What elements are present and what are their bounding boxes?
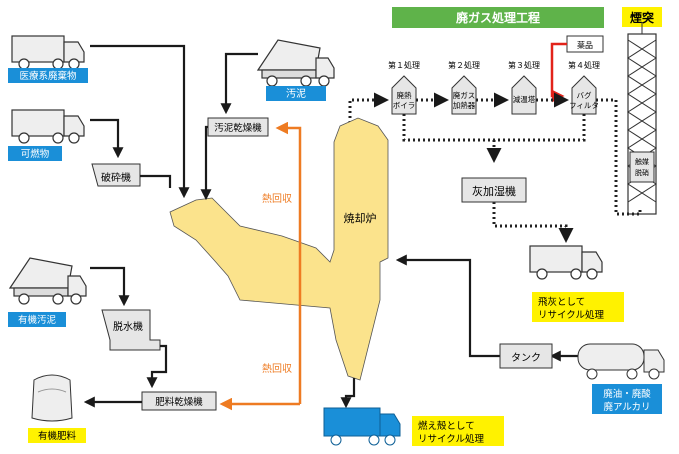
fly-ash-truck-icon — [529, 245, 603, 280]
chimney-label-bg — [622, 7, 662, 27]
fly-ash-label-2: リサイクル処理 — [538, 309, 605, 321]
step-1: 第１処理 廃熱 ボイラ — [388, 60, 420, 115]
dehydrator-label: 脱水機 — [113, 320, 143, 333]
ash-recycle-label-1: 燃え殻として — [418, 420, 475, 432]
step-3-title: 第３処理 — [508, 60, 540, 70]
ash-truck-icon — [323, 407, 401, 446]
ash-recycle-label-bg — [412, 416, 504, 446]
medical-waste-label-bg — [8, 68, 88, 83]
catalyst-label-2: 脱硝 — [635, 168, 649, 177]
gas-flow-lines — [348, 92, 642, 243]
waste-oil-label-bg — [592, 384, 662, 414]
medical-waste-label: 医療系廃棄物 — [19, 70, 77, 82]
step-4-unit-1: バグ — [577, 90, 592, 100]
sludge-label: 汚泥 — [286, 87, 306, 100]
step-3-unit-1: 減温塔 — [513, 94, 536, 104]
waste-oil-label-2: 廃アルカリ — [603, 401, 650, 413]
step-1-unit-1: 廃熱 — [397, 90, 412, 100]
tank-box — [499, 343, 553, 369]
medical-waste-truck-icon — [11, 35, 85, 70]
fertilizer-bag-icon — [31, 374, 73, 422]
fly-ash-label-1: 飛灰として — [538, 296, 585, 308]
sludge-dryer-label: 汚泥乾燥機 — [214, 122, 262, 134]
ash-humidifier-box — [461, 177, 527, 203]
fertilizer-dryer-label: 肥料乾燥機 — [155, 396, 203, 408]
step-4-title: 第４処理 — [568, 60, 600, 70]
organic-sludge-label: 有機汚泥 — [18, 314, 57, 326]
ash-humidifier-label: 灰加湿機 — [472, 184, 516, 198]
combustibles-label-bg — [8, 146, 62, 161]
sludge-truck-icon — [257, 39, 335, 87]
organic-sludge-label-bg — [8, 312, 66, 327]
gas-process-title: 廃ガス処理工程 — [456, 10, 540, 25]
material-flow-lines — [83, 44, 578, 409]
organic-fertilizer-label-bg — [28, 428, 86, 443]
step-2-title: 第２処理 — [448, 60, 480, 70]
step-1-unit-2: ボイラ — [393, 101, 416, 110]
fly-ash-label-bg — [532, 292, 624, 322]
sludge-label-bg — [266, 86, 326, 101]
step-1-title: 第１処理 — [388, 60, 420, 70]
crusher-body — [91, 163, 141, 187]
incinerator-label: 焼却炉 — [344, 212, 377, 225]
tank-label: タンク — [511, 352, 541, 364]
tanker-truck-icon — [577, 343, 665, 380]
waste-oil-label-1: 廃油・廃酸 — [603, 388, 651, 400]
heat-recovery-lines — [219, 121, 302, 411]
heat-recovery-top-label: 熱回収 — [262, 192, 292, 205]
catalyst-unit — [629, 151, 655, 183]
chimney-tower — [627, 22, 657, 215]
step-2-unit-2: 加熱器 — [453, 100, 476, 110]
chemicals-arrow — [550, 42, 567, 103]
chimney-label: 煙突 — [630, 10, 654, 25]
gas-process-title-bar — [392, 7, 604, 28]
step-4: 第４処理 バグ フィルタ — [568, 60, 600, 115]
organic-fertilizer-label: 有機肥料 — [38, 430, 77, 442]
organic-sludge-truck-icon — [9, 257, 87, 305]
catalyst-label-1: 触媒 — [635, 157, 649, 166]
combustibles-truck-icon — [11, 109, 85, 144]
ash-recycle-label-2: リサイクル処理 — [418, 433, 485, 445]
step-4-unit-2: フィルタ — [569, 101, 599, 110]
heat-recovery-bottom-label: 熱回収 — [262, 362, 292, 375]
step-2: 第２処理 廃ガス 加熱器 — [448, 60, 480, 115]
crusher-label: 破砕機 — [101, 171, 131, 184]
incinerator-body — [169, 117, 389, 381]
step-2-unit-1: 廃ガス — [453, 90, 476, 100]
step-3: 第３処理 減温塔 — [508, 60, 540, 115]
chemicals-label: 薬品 — [577, 40, 593, 50]
combustibles-label: 可燃物 — [21, 148, 50, 160]
